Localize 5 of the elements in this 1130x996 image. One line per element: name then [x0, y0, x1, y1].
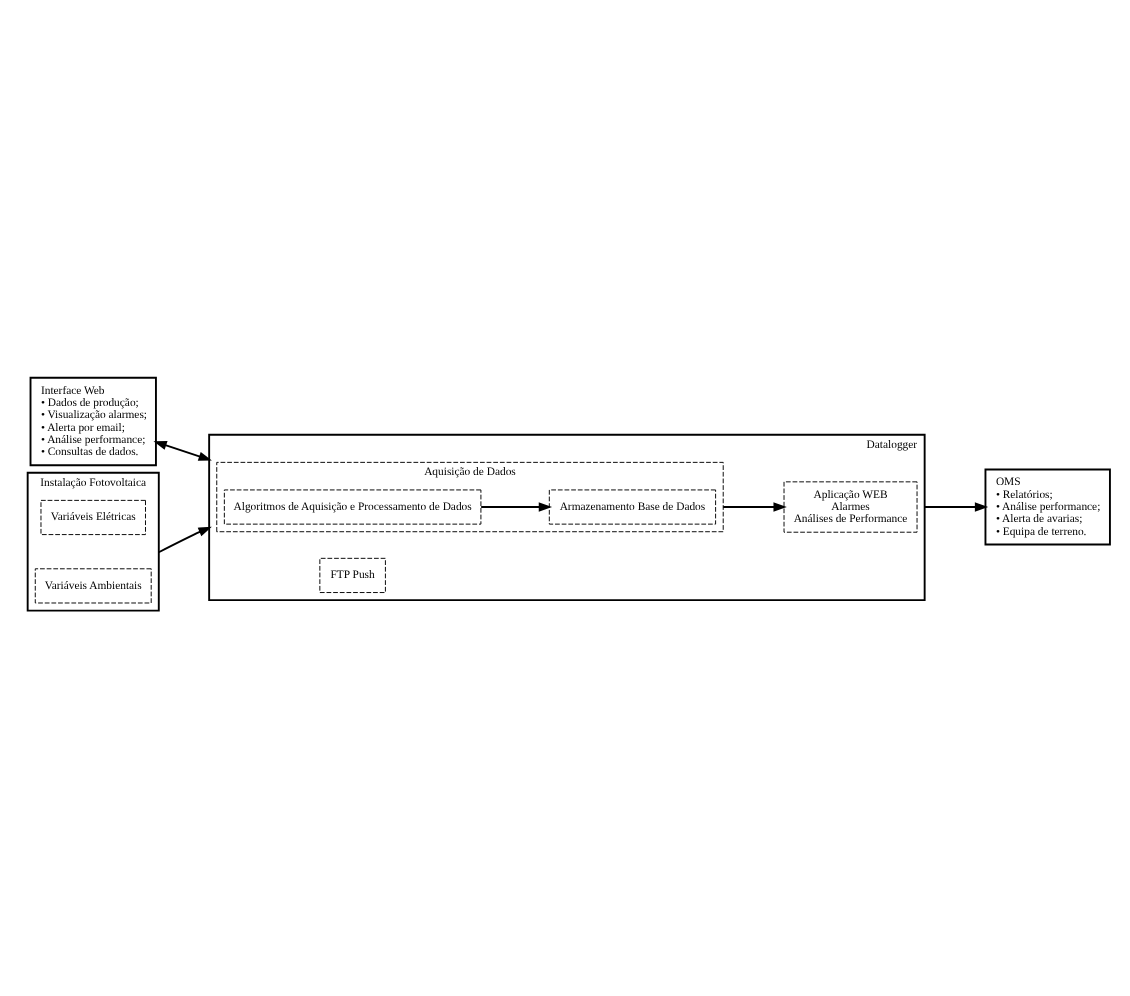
arrow [157, 526, 212, 554]
arrow [722, 502, 787, 512]
arrow [153, 440, 212, 461]
arrow [923, 502, 989, 512]
arrow [480, 502, 553, 512]
